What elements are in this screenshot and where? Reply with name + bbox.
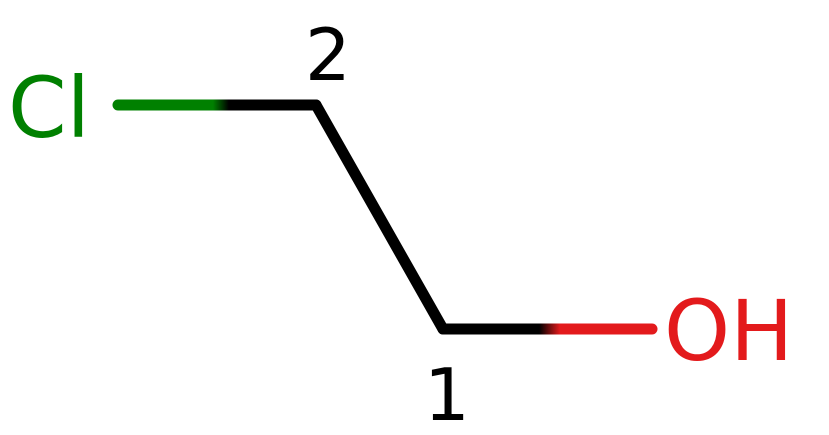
locant-c2: 2 <box>305 13 351 97</box>
bond-c2-c1 <box>310 99 449 335</box>
atom-label-cl: Cl <box>8 59 90 157</box>
atom-label-oh: OH <box>664 282 793 380</box>
locant-c1: 1 <box>424 353 470 435</box>
